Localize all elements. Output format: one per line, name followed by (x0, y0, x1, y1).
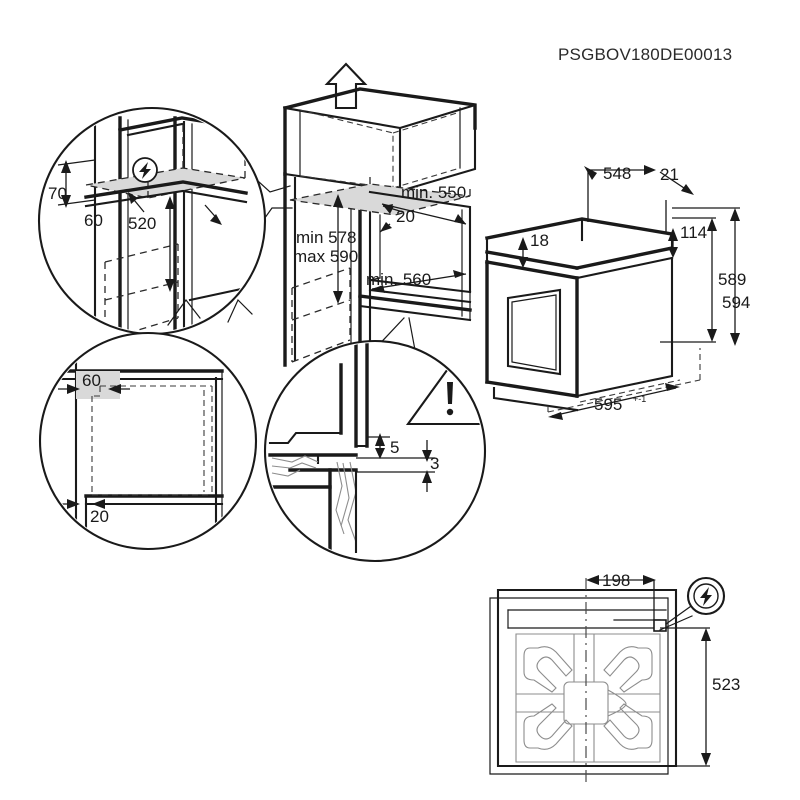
dimension-min550: min. 550 (381, 183, 466, 225)
dimension-3 (356, 440, 435, 492)
dimension-198: 198 (586, 571, 656, 620)
lightning-bolt-icon (659, 576, 726, 631)
dimension-20-rear-label: 20 (90, 507, 109, 526)
connection-zone-shading (289, 172, 471, 216)
oven-appliance-isometric-view: 18 548 21 114 (484, 164, 750, 420)
dimension-198-label: 198 (602, 571, 630, 590)
dimension-60 (128, 192, 222, 225)
dimension-594-label: 594 (722, 293, 750, 312)
dimension-min578-label: min 578 (296, 228, 356, 247)
cabinet-niche-interior (358, 190, 472, 322)
dimension-5-label: 5 (390, 438, 399, 457)
dimension-70 (57, 159, 96, 208)
wood-grain-hatch (271, 455, 357, 543)
detail-circle-outline-bottom-left (38, 331, 258, 551)
dimension-min578-max590: min 578 max 590 (293, 194, 358, 304)
dimension-523-label: 523 (712, 675, 740, 694)
rear-clearance-detail: 60 20 (38, 298, 258, 551)
dimension-5 (367, 433, 390, 459)
dimension-595-tolerance: +-1 (633, 394, 646, 404)
lower-cabinet-dashed-profile (291, 267, 351, 363)
dimension-70-label: 70 (48, 184, 67, 203)
dimension-594: 594 (672, 207, 750, 346)
terminal-block (653, 619, 667, 632)
dimension-min560: min. 560 (366, 270, 467, 293)
detail-circle-outline-center (263, 339, 487, 563)
cabinet-cutout-view: 20 min. 550 min 578 max 590 (282, 62, 477, 376)
dimension-60-rear (58, 384, 130, 394)
oven-door-window (506, 288, 562, 376)
dimension-21: 21 (659, 165, 694, 234)
drawing-reference-code: PSGBOV180DE00013 (558, 45, 732, 64)
rear-detail-leader-right (227, 298, 253, 323)
dimension-520-label: 520 (128, 214, 156, 233)
electrical-connection-zone-detail: 70 60 520 (37, 106, 293, 336)
dimension-3-label: 3 (430, 454, 439, 473)
dimension-548-label: 548 (603, 164, 631, 183)
dimension-20-center-label: 20 (396, 207, 415, 226)
dimension-60-rear-label: 60 (82, 371, 101, 390)
dimension-520 (165, 196, 175, 292)
rear-fan-cover (515, 633, 661, 763)
dimension-114: 114 (668, 223, 707, 258)
dimension-max590-label: max 590 (293, 247, 358, 266)
dimension-60-label: 60 (84, 211, 103, 230)
dimension-595: 595 +-1 (548, 383, 680, 420)
up-arrow-icon (324, 62, 368, 110)
oven-base-projection (547, 348, 701, 413)
dimension-589: 589 (660, 217, 746, 343)
dimension-595-label: 595 (594, 395, 622, 414)
dimension-18: 18 (518, 231, 549, 268)
lightning-bolt-icon (132, 157, 158, 183)
dimension-548: 548 (584, 164, 656, 222)
dimension-min560-label: min. 560 (366, 270, 431, 289)
dimension-523: 523 (660, 627, 740, 767)
dimension-18-label: 18 (530, 231, 549, 250)
dimension-21-label: 21 (660, 165, 679, 184)
oven-rear-view: 198 523 (489, 571, 740, 782)
dimension-min550-label: min. 550 (401, 183, 466, 202)
dimension-589-label: 589 (718, 270, 746, 289)
worktop-edge-detail: 5 3 (263, 317, 487, 563)
upper-cabinet-box (282, 87, 477, 193)
rear-detail-leader-left (167, 298, 201, 326)
dimension-114-label: 114 (680, 223, 707, 242)
